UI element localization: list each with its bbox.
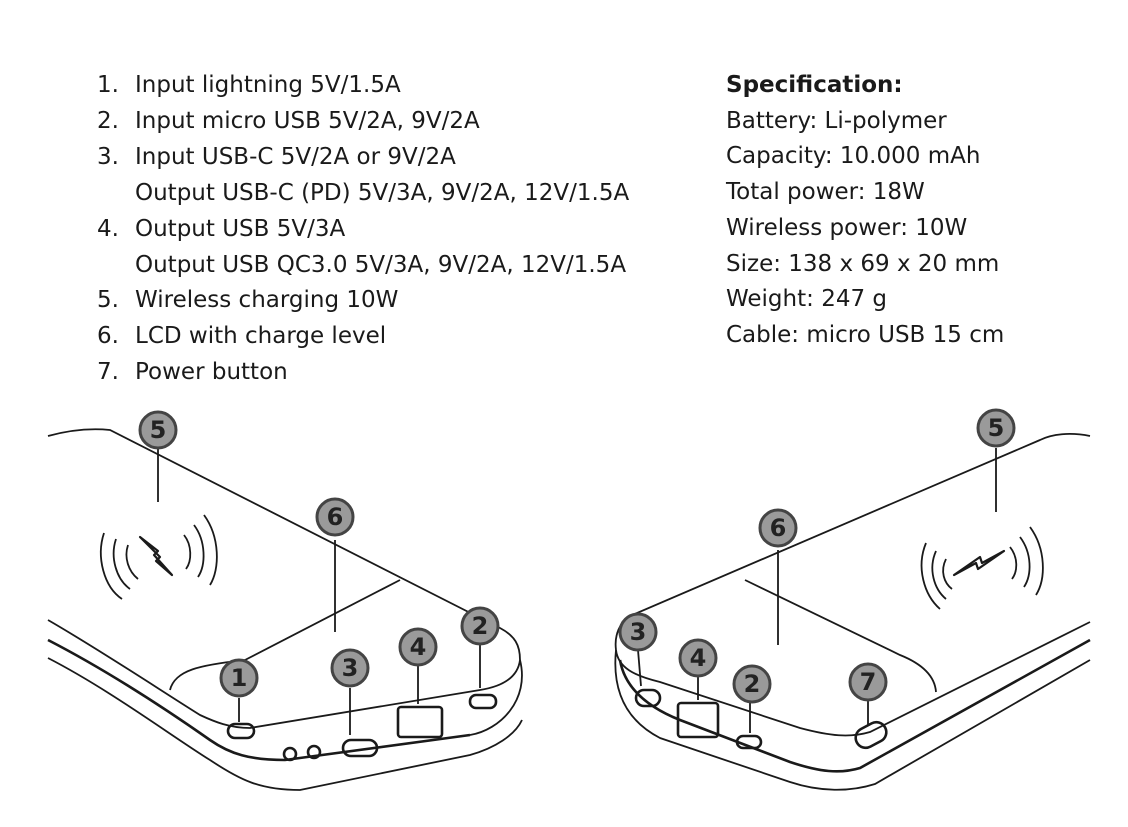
spec-line: Total power: 18W [726, 179, 925, 206]
lightning-port [226, 722, 256, 740]
specification-block: Specification: Battery: Li-polymer Capac… [726, 68, 1004, 354]
callout-badge: 6 [758, 508, 798, 548]
feature-continuation: Output USB QC3.0 5V/3A, 9V/2A, 12V/1.5A [135, 251, 627, 278]
svg-text:1: 1 [231, 664, 248, 692]
powerbank-right-view: 5 6 3 4 2 7 [614, 408, 1091, 791]
usb-a-port [676, 701, 720, 739]
feature-text: Input lightning 5V/1.5A [135, 72, 401, 98]
led-indicator [282, 746, 298, 762]
callout-badge: 1 [219, 658, 259, 698]
usb-c-port [634, 688, 662, 708]
callout-badge: 5 [976, 408, 1016, 448]
svg-text:3: 3 [342, 654, 359, 682]
feature-number: 3. [97, 143, 119, 170]
spec-line: Battery: Li-polymer [726, 107, 947, 134]
feature-continuation: Output USB-C (PD) 5V/3A, 9V/2A, 12V/1.5A [135, 179, 630, 206]
svg-text:3: 3 [630, 618, 647, 646]
svg-text:7: 7 [860, 668, 877, 696]
front-top-edge [47, 619, 521, 729]
usb-c-port [341, 738, 379, 758]
feature-item: 2. Input micro USB 5V/2A, 9V/2A [97, 104, 629, 140]
specification-title: Specification: [726, 72, 903, 98]
led-indicator [306, 744, 322, 760]
svg-text:4: 4 [410, 633, 427, 661]
callout-badge: 3 [618, 612, 658, 652]
callout-badge: 4 [398, 627, 438, 667]
body-outline [618, 638, 1091, 773]
feature-text: Output USB 5V/3A [135, 215, 346, 242]
feature-item: 1. Input lightning 5V/1.5A [97, 68, 629, 104]
feature-item: 4. Output USB 5V/3A [97, 212, 629, 248]
feature-item: 5. Wireless charging 10W [97, 283, 629, 319]
wireless-charging-icon [100, 514, 218, 600]
svg-text:5: 5 [150, 416, 167, 444]
base-outline [614, 649, 1091, 791]
body-corner [469, 659, 523, 736]
feature-item: 3. Input USB-C 5V/2A or 9V/2A [97, 140, 629, 176]
feature-text: Input USB-C 5V/2A or 9V/2A [135, 143, 456, 170]
feature-number: 1. [97, 72, 119, 98]
feature-text: Power button [135, 359, 288, 386]
powerbank-left-view: 5 6 2 1 3 4 [47, 410, 523, 791]
svg-text:6: 6 [770, 514, 787, 542]
callout-badge: 6 [315, 497, 355, 537]
feature-number: 7. [97, 359, 119, 386]
feature-number: 2. [97, 107, 119, 134]
micro-usb-port [735, 734, 763, 750]
feature-text: Wireless charging 10W [135, 287, 399, 314]
svg-text:6: 6 [327, 503, 344, 531]
lcd-divider [244, 579, 401, 661]
feature-item: 7. Power button [97, 355, 629, 391]
base-outline [47, 657, 523, 791]
callout-badge: 4 [678, 638, 718, 678]
usb-a-port [396, 705, 444, 739]
feature-number: 6. [97, 323, 119, 350]
feature-number: 4. [97, 215, 119, 242]
spec-line: Wireless power: 10W [726, 214, 968, 241]
spec-line: Cable: micro USB 15 cm [726, 321, 1005, 348]
callout-badge: 2 [732, 664, 772, 704]
micro-usb-port [468, 693, 498, 710]
spec-line: Size: 138 x 69 x 20 mm [726, 250, 1000, 277]
feature-text: Input micro USB 5V/2A, 9V/2A [135, 107, 480, 134]
svg-text:2: 2 [472, 612, 489, 640]
top-edge [47, 428, 521, 661]
callout-badge: 7 [848, 662, 888, 702]
power-button [854, 720, 888, 750]
front-top-edge [615, 621, 1091, 737]
wireless-charging-icon [920, 526, 1044, 610]
body-outline [47, 638, 471, 762]
callout-badge: 3 [330, 648, 370, 688]
spec-line: Capacity: 10.000 mAh [726, 143, 981, 170]
top-edge [614, 433, 1091, 651]
callout-badge: 5 [138, 410, 178, 450]
feature-item: 6. LCD with charge level [97, 319, 629, 355]
svg-text:4: 4 [690, 644, 707, 672]
callout-badge: 2 [460, 606, 500, 646]
lcd-divider [744, 579, 937, 693]
feature-number: 5. [97, 287, 119, 314]
feature-list: 1. Input lightning 5V/1.5A 2. Input micro … [97, 68, 629, 391]
feature-text: LCD with charge level [135, 323, 387, 350]
svg-text:5: 5 [988, 414, 1005, 442]
leader-line [637, 649, 642, 687]
spec-line: Weight: 247 g [726, 286, 887, 313]
svg-text:2: 2 [744, 670, 761, 698]
